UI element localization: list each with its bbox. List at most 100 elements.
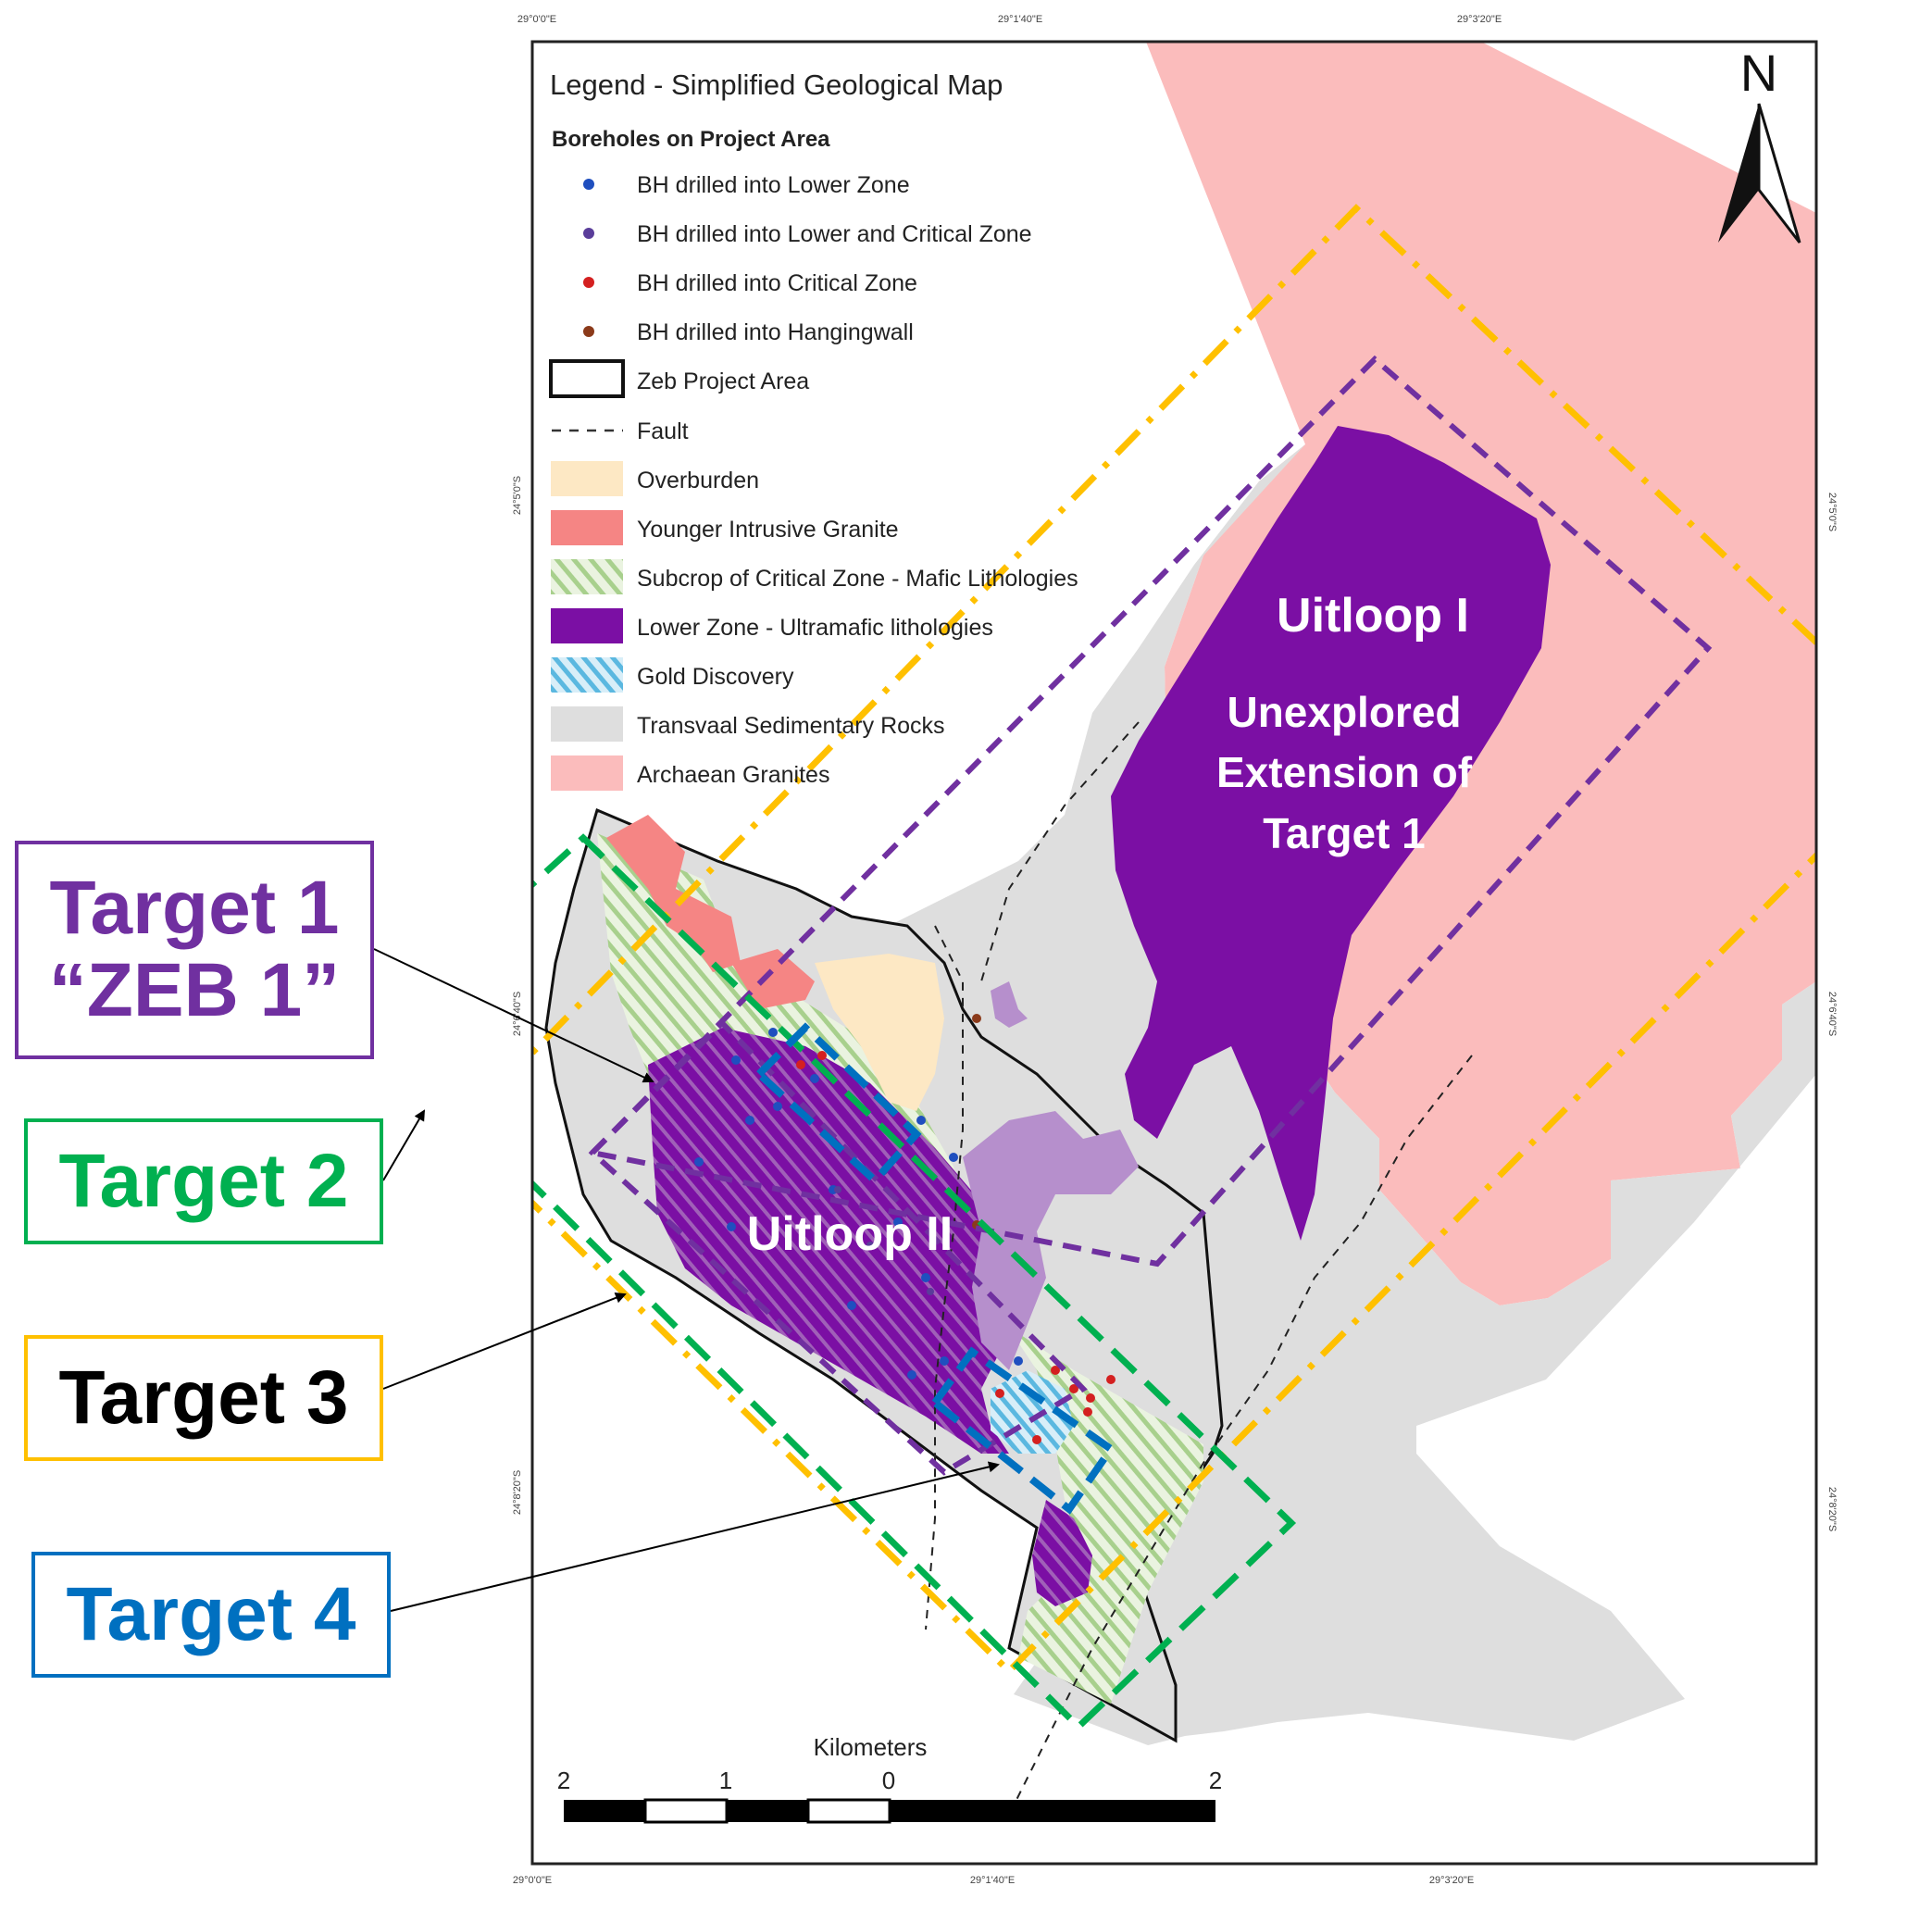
- target-2-callout: Target 2: [24, 1118, 383, 1244]
- borehole-critical-zone: [1032, 1435, 1041, 1444]
- coord-left-3: 24°8'20"S: [512, 1470, 523, 1515]
- borehole-lower-zone: [847, 1301, 856, 1310]
- target-1-lower-outline: [588, 1018, 1088, 1476]
- scale-segment: [564, 1800, 645, 1822]
- legend-label-critical-zone-bh: BH drilled into Critical Zone: [637, 270, 917, 296]
- younger-granite-area: [606, 815, 741, 972]
- scale-bar-unit: Kilometers: [814, 1733, 928, 1761]
- fault-line-1: [925, 925, 964, 1630]
- scale-segment: [890, 1800, 1215, 1822]
- borehole-lower-and-critical: [866, 1242, 874, 1249]
- borehole-critical-zone: [1086, 1393, 1095, 1403]
- legend-swatch-gold-discovery: [551, 657, 623, 693]
- legend-label-lower-zone-bh: BH drilled into Lower Zone: [637, 172, 910, 198]
- legend-label-fault: Fault: [637, 418, 689, 444]
- coord-left-2: 24°6'40"S: [512, 992, 523, 1036]
- borehole-critical-zone: [817, 1051, 827, 1060]
- legend-label-overburden: Overburden: [637, 468, 759, 493]
- borehole-lower-zone: [810, 1074, 819, 1083]
- critical-zone-subcrop-south: [1018, 1389, 1203, 1704]
- legend-swatch-lower-critical-bh: [583, 228, 594, 239]
- scale-segment: [806, 1798, 891, 1824]
- coord-left-1: 24°5'0"S: [512, 476, 523, 515]
- legend-swatch-lower-zone: [551, 608, 623, 643]
- coord-top-3: 29°3'20"E: [1457, 14, 1502, 25]
- coord-bottom-1: 29°0'0"E: [513, 1875, 552, 1886]
- legend-swatch-overburden: [551, 461, 623, 496]
- scale-tick-label: 2: [1209, 1767, 1222, 1794]
- light-purple-body: [963, 1111, 1139, 1370]
- borehole-lower-zone: [921, 1273, 930, 1282]
- target-2-outline: [532, 833, 1297, 1731]
- legend-label-transvaal: Transvaal Sedimentary Rocks: [637, 713, 945, 739]
- borehole-lower-zone: [1014, 1356, 1023, 1366]
- coord-bottom-2: 29°1'40"E: [970, 1875, 1015, 1886]
- place-label-unexplored-2: Extension of: [1216, 748, 1473, 796]
- scale-tick-label: 2: [557, 1767, 570, 1794]
- target-3-title: Target 3: [58, 1355, 349, 1440]
- borehole-lower-and-critical: [834, 1186, 841, 1193]
- borehole-lower-zone: [907, 1370, 916, 1380]
- callout-arrow-target-4: [390, 1461, 1000, 1612]
- legend-swatch-project-area: [549, 359, 625, 398]
- legend: Legend - Simplified Geological Map Boreh…: [549, 69, 1078, 791]
- lower-zone-uitloop-1: [1111, 426, 1551, 1241]
- borehole-lower-zone: [916, 1116, 926, 1125]
- coord-right-3: 24°8'20"S: [1826, 1487, 1838, 1531]
- scale-segment: [727, 1800, 808, 1822]
- borehole-group: [694, 1014, 1116, 1444]
- overburden-area: [815, 954, 944, 1111]
- coord-right-2: 24°6'40"S: [1826, 992, 1838, 1036]
- legend-label-lower-critical-bh: BH drilled into Lower and Critical Zone: [637, 221, 1032, 247]
- legend-label-gold-discovery: Gold Discovery: [637, 664, 794, 690]
- place-label-unexplored-1: Unexplored: [1227, 688, 1461, 736]
- fault-line-3: [1008, 1055, 1473, 1816]
- callout-arrow-target-2: [382, 1109, 426, 1181]
- coord-top-1: 29°0'0"E: [517, 14, 556, 25]
- borehole-lower-zone: [727, 1222, 736, 1231]
- legend-title: Legend - Simplified Geological Map: [550, 69, 1003, 101]
- coord-top-2: 29°1'40"E: [998, 14, 1042, 25]
- target-4-outline-north: [754, 1022, 922, 1186]
- callout-arrow-target-1: [373, 948, 654, 1083]
- legend-label-lower-zone: Lower Zone - Ultramafic lithologies: [637, 615, 993, 641]
- target-4-callout: Target 4: [31, 1552, 391, 1678]
- north-arrow: N: [1718, 44, 1801, 243]
- legend-swatch-critical-zone-bh: [583, 277, 594, 288]
- borehole-lower-and-critical: [927, 1288, 934, 1295]
- borehole-critical-zone: [1069, 1384, 1078, 1393]
- borehole-critical-zone: [1083, 1407, 1092, 1417]
- scale-tick-label: 1: [719, 1767, 732, 1794]
- borehole-lower-zone: [949, 1153, 958, 1162]
- lower-zone-uitloop-2: [648, 1028, 1018, 1454]
- north-arrow-label: N: [1740, 44, 1777, 102]
- borehole-lower-zone: [893, 1217, 903, 1227]
- borehole-lower-zone: [940, 1356, 949, 1366]
- legend-label-archaean: Archaean Granites: [637, 762, 829, 788]
- legend-swatch-younger-granite: [551, 510, 623, 545]
- coord-right-1: 24°5'0"S: [1826, 493, 1838, 531]
- target-2-title: Target 2: [58, 1138, 349, 1223]
- borehole-lower-zone: [773, 1102, 782, 1111]
- legend-swatch-lower-zone-bh: [583, 179, 594, 190]
- target-1-callout: Target 1 “ZEB 1”: [15, 841, 374, 1059]
- target-1-subtitle: “ZEB 1”: [48, 948, 341, 1032]
- target-1-outline: [586, 355, 1713, 1267]
- place-label-uitloop-2: Uitloop II: [747, 1207, 953, 1261]
- borehole-lower-zone: [745, 1116, 754, 1125]
- map-frame: [530, 40, 1818, 1866]
- borehole-lower-zone: [694, 1157, 704, 1167]
- target-3-callout: Target 3: [24, 1335, 383, 1461]
- borehole-critical-zone: [995, 1389, 1004, 1398]
- legend-swatch-hangingwall-bh: [583, 326, 594, 337]
- fault-line-2: [980, 721, 1140, 982]
- coord-bottom-3: 29°3'20"E: [1429, 1875, 1474, 1886]
- target-4-outline-south: [929, 1346, 1116, 1515]
- legend-label-younger-granite: Younger Intrusive Granite: [637, 517, 899, 543]
- legend-label-critical-subcrop: Subcrop of Critical Zone - Mafic Litholo…: [637, 566, 1078, 592]
- legend-swatch-archaean: [551, 755, 623, 791]
- borehole-hangingwall: [972, 1014, 981, 1023]
- scale-bar: Kilometers 2 1 0 2: [557, 1733, 1222, 1824]
- callout-arrow-target-3: [382, 1292, 627, 1390]
